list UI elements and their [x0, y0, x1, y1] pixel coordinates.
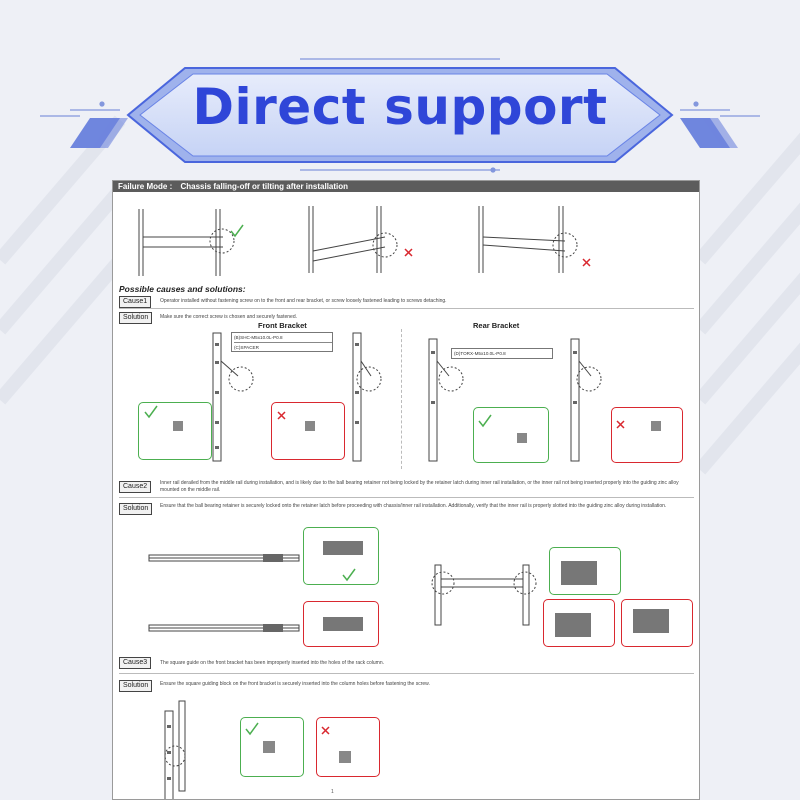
- rail-illustrations: [148, 554, 537, 632]
- solution2-tag: Solution: [119, 503, 153, 515]
- bracket-illustrations: [212, 332, 602, 462]
- document-page: Failure Mode : Chassis falling-off or ti…: [112, 180, 700, 800]
- guide-ok-detail: [240, 717, 304, 777]
- divider: [119, 497, 694, 498]
- spec-row: (C)SPACER: [234, 343, 332, 352]
- spec-row: (D)TORX-M5x10.0L-P0.8: [454, 349, 552, 358]
- solution1-text: Make sure the correct screw is chosen an…: [160, 314, 298, 320]
- divider: [119, 308, 694, 309]
- cause3-text: The square guide on the front bracket ha…: [160, 660, 385, 666]
- cause1-tag: Cause1: [119, 296, 152, 308]
- solution3-text: Ensure the square guiding block on the f…: [160, 681, 430, 687]
- failure-mode-bar: Failure Mode : Chassis falling-off or ti…: [113, 181, 699, 192]
- rear-bad-detail: [611, 407, 683, 463]
- possible-causes-heading: Possible causes and solutions:: [119, 284, 246, 294]
- banner-hexagon: [40, 58, 760, 173]
- divider: [119, 673, 694, 674]
- failure-mode-label: Failure Mode :: [118, 182, 173, 191]
- guide-detail-marks: [245, 722, 351, 763]
- cause2-tag: Cause2: [119, 481, 152, 493]
- spec-row: (B)SHC-M5x10.0L-P0.8: [234, 333, 332, 343]
- rear-ok-detail: [473, 407, 549, 463]
- cause1-text: Operator installed without fastening scr…: [160, 298, 447, 304]
- page-number: 1: [331, 789, 334, 795]
- guide-bad-detail: [316, 717, 380, 777]
- vertical-divider: [401, 329, 402, 469]
- rear-bracket-spec-table: (D)TORX-M5x10.0L-P0.8: [451, 348, 553, 359]
- failure-mode-text: Chassis falling-off or tilting after ins…: [180, 182, 349, 191]
- solution3-tag: Solution: [119, 680, 153, 692]
- rail-detail-marks: [323, 541, 669, 637]
- detail-marks: [144, 405, 661, 443]
- solution1-tag: Solution: [119, 312, 153, 324]
- spec-row-label: (B)SHC-M5x10.0L-P0.8: [234, 335, 283, 340]
- solution2-text: Ensure that the ball bearing retainer is…: [160, 503, 667, 509]
- front-bracket-title: Front Bracket: [258, 321, 307, 330]
- cause2-text: Inner rail derailed from the middle rail…: [160, 480, 679, 493]
- spec-row-label: (C)SPACER: [234, 345, 259, 350]
- cause3-tag: Cause3: [119, 657, 152, 669]
- rack-illustrations-top: [138, 206, 591, 276]
- banner-title: Direct support: [192, 78, 608, 136]
- front-bracket-spec-table: (B)SHC-M5x10.0L-P0.8 (C)SPACER: [231, 332, 333, 352]
- spec-row-label: (D)TORX-M5x10.0L-P0.8: [454, 351, 506, 356]
- rear-bracket-title: Rear Bracket: [473, 321, 520, 330]
- rail-ok-detail: [303, 527, 379, 585]
- square-guide-illustration: [164, 700, 186, 799]
